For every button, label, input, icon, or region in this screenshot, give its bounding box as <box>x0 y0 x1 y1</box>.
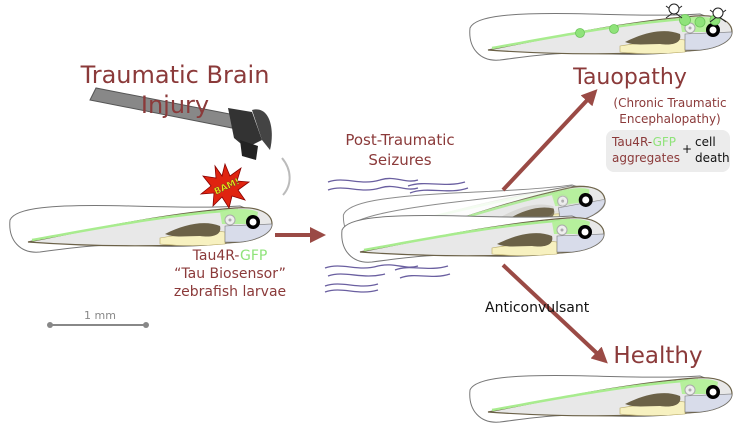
scale-bar-label: 1 mm <box>84 309 116 322</box>
tauopathy-larva-fish <box>468 12 734 62</box>
death-word: death <box>695 151 730 165</box>
healthy-larva-fish <box>468 374 734 424</box>
tbi-title: Traumatic Brain Injury <box>60 60 290 120</box>
hammer-icon <box>89 87 272 160</box>
plus-sign: + <box>682 142 693 156</box>
tbi-larva-fish <box>8 204 274 254</box>
cell-death-label: cell death <box>695 134 730 166</box>
seizure-larva-fish <box>340 179 610 265</box>
cte-line1: (Chronic Traumatic <box>613 96 727 110</box>
tbi-title-line1: Traumatic Brain <box>80 61 270 89</box>
seizures-title: Post-Traumatic Seizures <box>325 130 475 170</box>
motion-arrow <box>281 157 291 196</box>
biosensor-line2: “Tau Biosensor” <box>174 266 286 282</box>
aggregates-tau4r: Tau4R- <box>612 135 653 149</box>
arrow-to-healthy <box>501 263 608 364</box>
bam-burst-icon: BAM! <box>199 162 251 210</box>
biosensor-label: Tau4R-GFP “Tau Biosensor” zebrafish larv… <box>150 247 310 301</box>
tau4r-text: Tau4R- <box>192 248 240 264</box>
cte-line2: Encephalopathy) <box>619 112 721 126</box>
healthy-title: Healthy <box>613 343 703 369</box>
cte-subtitle: (Chronic Traumatic Encephalopathy) <box>590 95 744 127</box>
arrow-to-tauopathy <box>501 89 598 192</box>
outcome-box: Tau4R-GFP aggregates + cell death <box>606 130 730 172</box>
seizure-motion-lines <box>324 177 469 293</box>
cell-word: cell <box>695 135 716 149</box>
scale-bar <box>47 322 149 328</box>
tbi-title-line2: Injury <box>140 91 210 119</box>
aggregates-label: Tau4R-GFP aggregates <box>612 134 680 166</box>
aggregates-word: aggregates <box>612 151 680 165</box>
gfp-text: GFP <box>239 248 268 264</box>
seizures-line1: Post-Traumatic <box>345 131 455 149</box>
seizures-line2: Seizures <box>368 151 432 169</box>
aggregates-gfp: GFP <box>652 135 676 149</box>
biosensor-line1: Tau4R-GFP <box>150 247 310 265</box>
skull-crossbones-icon <box>665 3 727 23</box>
tauopathy-title: Tauopathy <box>573 65 687 90</box>
biosensor-line3: zebrafish larvae <box>173 284 287 300</box>
anticonvulsant-label: Anticonvulsant <box>485 300 590 316</box>
